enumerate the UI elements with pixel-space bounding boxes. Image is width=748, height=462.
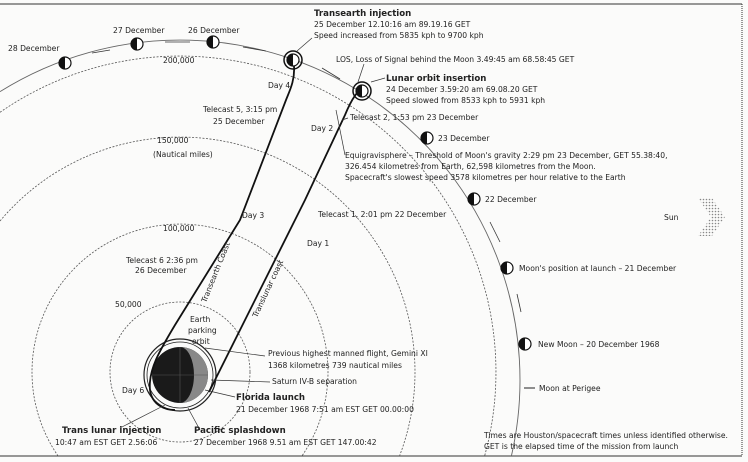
moon-label-27-dec: 27 December — [113, 26, 165, 35]
footnote-line-2: GET is the elapsed time of the mission f… — [484, 442, 678, 451]
tli-title: Trans lunar injection — [62, 426, 161, 436]
ring-200000 — [0, 55, 497, 457]
saturn-ivb-label: Saturn IV-B separation — [272, 377, 357, 386]
telecast-2-label: Telecast 2, 1:53 pm 23 December — [349, 113, 479, 122]
moon-28-dec-icon — [58, 56, 72, 70]
moon-27-dec-icon — [130, 37, 144, 51]
moon-launch-icon — [500, 261, 514, 275]
telecast-5-line-2: 25 December — [213, 117, 265, 126]
los-label: LOS, Loss of Signal behind the Moon 3.49… — [336, 55, 575, 64]
splashdown-time: 27 December 1968 9.51 am EST GET 147.00:… — [194, 438, 377, 447]
day-6-label: Day 6 — [122, 386, 144, 395]
new-moon-icon — [518, 337, 532, 351]
earth-icon — [143, 338, 217, 412]
moon-launch-label: Moon's position at launch – 21 December — [519, 264, 677, 273]
moon-orbit — [0, 39, 521, 457]
equigravisphere-line-2: 326.454 kilometres from Earth, 62,598 ki… — [345, 162, 596, 171]
telecast-1-label: Telecast 1, 2:01 pm 22 December — [317, 210, 447, 219]
moon-25-dec-icon — [283, 50, 303, 70]
footnote-line-1: Times are Houston/spacecraft times unles… — [483, 431, 728, 440]
florida-launch-title: Florida launch — [236, 393, 305, 403]
telecast-6-line-2: 26 December — [135, 266, 187, 275]
loi-time: 24 December 3.59:20 am 69.08.20 GET — [386, 85, 538, 94]
leader-lines — [119, 37, 386, 431]
sun-arrow-icon — [698, 198, 725, 236]
splashdown-title: Pacific splashdown — [194, 426, 286, 436]
equigravisphere-line-1: Equigravisphere – Threshold of Moon's gr… — [345, 151, 668, 160]
florida-launch-time: 21 December 1968 7:51 am EST GET 00.00:0… — [236, 405, 414, 414]
parking-orbit-line-3: orbit — [192, 337, 210, 346]
equigravisphere-line-3: Spacecraft's slowest speed 3578 kilometr… — [345, 173, 626, 182]
ring-150000 — [0, 136, 416, 457]
day-1-label: Day 1 — [307, 239, 329, 248]
transearth-trajectory — [148, 65, 296, 411]
gemini-xi-line-1: Previous highest manned flight, Gemini X… — [268, 349, 428, 358]
ring-label-150000: 150,000 — [157, 136, 189, 145]
moon-label-23-dec: 23 December — [438, 134, 490, 143]
tei-time: 25 December 12.10:16 am 89.19.16 GET — [314, 20, 471, 29]
parking-orbit-line-2: parking — [188, 326, 217, 335]
day-3-label: Day 3 — [242, 211, 264, 220]
translunar-coast-label: Translunar coast — [250, 258, 285, 319]
ring-50000 — [109, 301, 251, 443]
telecast-6-line-1: Telecast 6 2:36 pm — [125, 256, 198, 265]
ring-units-label: (Nautical miles) — [153, 150, 213, 159]
translunar-trajectory — [208, 85, 366, 393]
tei-title: Transearth injection — [314, 9, 411, 19]
loi-speed: Speed slowed from 8533 kph to 5931 kph — [386, 96, 545, 105]
moon-label-22-dec: 22 December — [485, 195, 537, 204]
day-4-label: Day 4 — [268, 81, 290, 90]
day-2-label: Day 2 — [311, 124, 333, 133]
ring-label-100000: 100,000 — [163, 224, 195, 233]
moon-label-28-dec: 28 December — [8, 44, 60, 53]
telecast-5-line-1: Telecast 5, 3:15 pm — [202, 105, 277, 114]
moon-motion-arrows — [91, 41, 522, 313]
tei-speed: Speed increased from 5835 kph to 9700 kp… — [314, 31, 484, 40]
tli-time: 10:47 am EST GET 2.56:06 — [55, 438, 157, 447]
moon-22-dec-icon — [467, 192, 481, 206]
moon-26-dec-icon — [206, 35, 220, 49]
moon-23-dec-icon — [420, 131, 434, 145]
parking-orbit-line-1: Earth — [190, 315, 211, 324]
loi-title: Lunar orbit insertion — [386, 74, 486, 84]
gemini-xi-line-2: 1368 kilometres 739 nautical miles — [268, 361, 402, 370]
sun-label: Sun — [664, 213, 679, 222]
transearth-coast-label: Transearth Coast — [199, 241, 232, 305]
ring-label-200000: 200,000 — [163, 56, 195, 65]
ring-100000 — [31, 223, 329, 457]
moon-label-26-dec: 26 December — [188, 26, 240, 35]
ring-label-50000: 50,000 — [115, 300, 142, 309]
perigee-label: Moon at Perigee — [539, 384, 601, 393]
moon-24-dec-icon — [352, 81, 372, 101]
new-moon-label: New Moon – 20 December 1968 — [538, 340, 660, 349]
